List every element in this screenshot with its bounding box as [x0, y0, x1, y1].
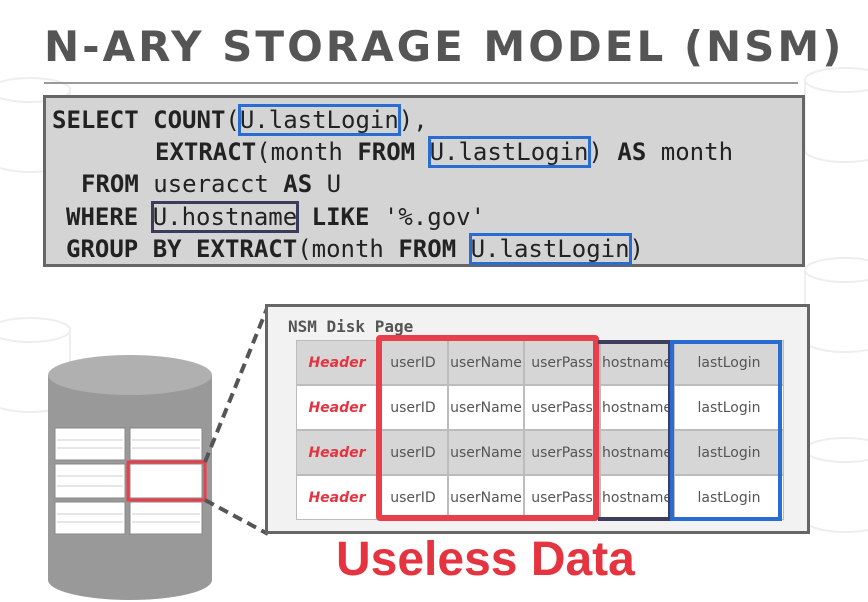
username-cell: userName: [448, 430, 524, 475]
sql-text: ): [629, 235, 644, 263]
sql-text: U: [312, 170, 342, 198]
sql-text: month: [646, 138, 734, 166]
sql-text: '%.gov': [369, 203, 486, 231]
database-cylinder-illustration: [48, 305, 270, 600]
hostname-cell: hostname: [600, 385, 674, 430]
sql-text: [297, 203, 311, 231]
database-icon: [48, 355, 212, 600]
userpass-cell: userPass: [524, 430, 600, 475]
sql-keyword: LIKE: [311, 203, 370, 231]
sql-line-4: WHERE U.hostname LIKE '%.gov': [66, 201, 485, 233]
disk-page-label: NSM Disk Page: [288, 317, 414, 336]
hostname-cell: hostname: [600, 340, 674, 385]
userid-cell: userID: [378, 430, 448, 475]
lastlogin-cell: lastLogin: [674, 430, 784, 475]
sql-column-hostname: U.hostname: [150, 201, 300, 233]
sql-keyword: AS: [617, 138, 647, 166]
useless-data-caption: Useless Data: [336, 533, 635, 586]
sql-keyword: AS: [283, 170, 313, 198]
sql-keyword: GROUP BY EXTRACT: [66, 235, 298, 263]
sql-column-lastlogin: U.lastLogin: [468, 233, 632, 265]
title-divider: [44, 82, 798, 84]
sql-text: (month: [297, 235, 399, 263]
username-cell: userName: [448, 475, 524, 520]
sql-line-1: SELECT COUNT(U.lastLogin),: [52, 104, 428, 136]
sql-text: (: [225, 106, 240, 134]
userpass-cell: userPass: [524, 385, 600, 430]
userid-cell: userID: [378, 385, 448, 430]
sql-text: (month: [256, 138, 358, 166]
sql-keyword: FROM: [398, 235, 457, 263]
header-cell: Header: [296, 340, 378, 385]
sql-keyword: WHERE: [66, 203, 139, 231]
userid-cell: userID: [378, 340, 448, 385]
lastlogin-cell: lastLogin: [674, 385, 784, 430]
sql-text: [415, 138, 429, 166]
sql-keyword: FROM: [81, 170, 139, 198]
hostname-column-highlight: [598, 340, 672, 521]
lastlogin-cell: lastLogin: [674, 475, 784, 520]
header-cell: Header: [296, 430, 378, 475]
page-title: N-ARY STORAGE MODEL (NSM): [44, 22, 845, 71]
username-cell: userName: [448, 385, 524, 430]
header-cell: Header: [296, 385, 378, 430]
sql-keyword: FROM: [357, 138, 416, 166]
lastlogin-cell: lastLogin: [674, 340, 784, 385]
sql-keyword: SELECT COUNT: [52, 106, 226, 134]
sql-query-box: SELECT COUNT(U.lastLogin), EXTRACT(month…: [43, 95, 805, 267]
sql-keyword: EXTRACT: [155, 138, 257, 166]
sql-column-lastlogin: U.lastLogin: [237, 104, 401, 136]
sql-text: ): [588, 138, 618, 166]
hostname-cell: hostname: [600, 430, 674, 475]
sql-line-5: GROUP BY EXTRACT(month FROM U.lastLogin): [66, 233, 644, 265]
useless-columns-highlight: [376, 335, 599, 521]
sql-line-2: EXTRACT(month FROM U.lastLogin) AS month: [155, 136, 733, 168]
lastlogin-column-highlight: [670, 340, 782, 521]
userpass-cell: userPass: [524, 475, 600, 520]
sql-text: [138, 203, 152, 231]
sql-text: [456, 235, 470, 263]
sql-text: ),: [398, 106, 428, 134]
sql-line-3: FROM useracct AS U: [81, 168, 341, 200]
sql-column-lastlogin: U.lastLogin: [427, 136, 591, 168]
sql-text: useracct: [138, 170, 284, 198]
header-cell: Header: [296, 475, 378, 520]
